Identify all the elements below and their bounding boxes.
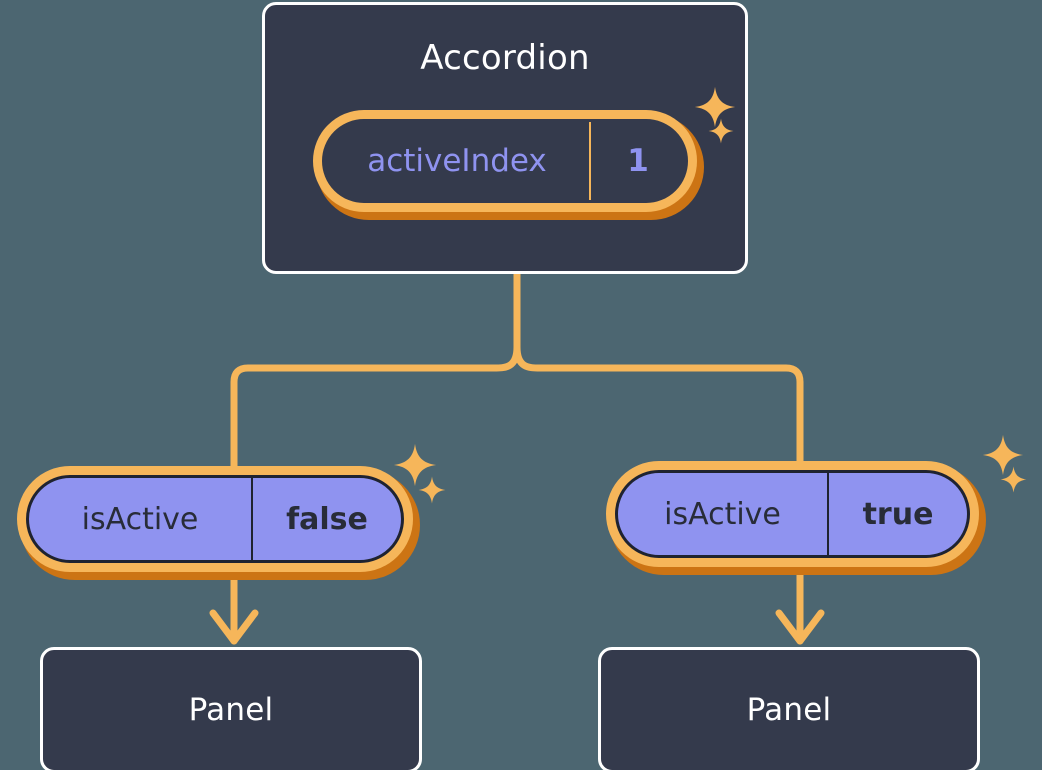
sparkle-right-large-icon xyxy=(982,434,1024,476)
prop-key-active-index: activeIndex xyxy=(367,143,547,179)
prop-value-is-active-left: false xyxy=(251,478,401,560)
component-title-panel-left: Panel xyxy=(188,692,274,728)
sparkle-left-small-icon xyxy=(418,476,446,504)
prop-key-is-active-left: isActive xyxy=(81,501,199,537)
component-title-accordion: Accordion xyxy=(420,38,590,78)
component-title-panel-right: Panel xyxy=(746,692,832,728)
connector-branch-left xyxy=(230,343,521,490)
prop-pill-is-active-true[interactable]: isActive true xyxy=(615,470,970,558)
arrow-head-right xyxy=(775,609,825,645)
connector-branch-right xyxy=(513,343,804,486)
component-node-panel-right[interactable]: Panel xyxy=(598,647,980,770)
arrow-head-left xyxy=(209,609,259,645)
prop-value-active-index: 1 xyxy=(589,122,685,200)
prop-value-is-active-right: true xyxy=(827,473,967,555)
prop-key-is-active-right: isActive xyxy=(664,496,781,532)
component-node-panel-left[interactable]: Panel xyxy=(40,647,422,770)
prop-pill-active-index[interactable]: activeIndex 1 xyxy=(322,119,688,203)
prop-pill-is-active-false[interactable]: isActive false xyxy=(26,475,404,563)
sparkle-right-small-icon xyxy=(1000,466,1027,493)
